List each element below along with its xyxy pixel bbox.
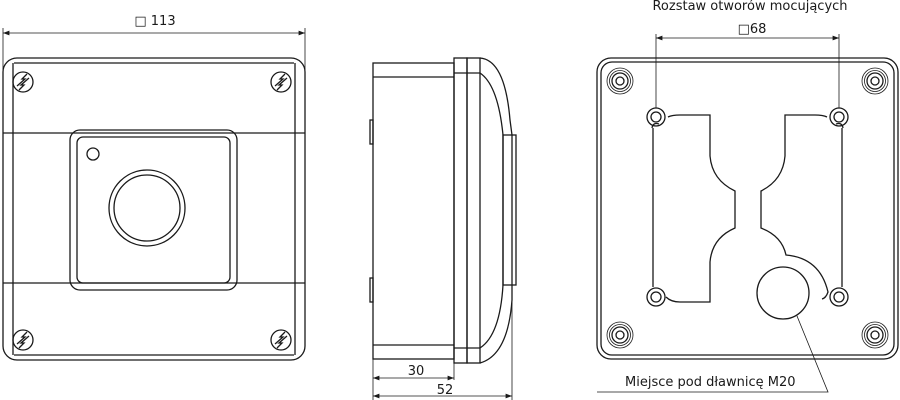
- screw-icon: [270, 329, 292, 351]
- enclosure-body: [372, 62, 455, 360]
- back-view: Rozstaw otworów mocujących □68 Miejsce p…: [596, 0, 899, 393]
- button-frame: [69, 129, 238, 291]
- push-button: [108, 169, 186, 247]
- depth-total-label: 52: [437, 383, 454, 398]
- mounting-hole-icon: [829, 287, 849, 307]
- depth-body-label: 30: [408, 364, 425, 379]
- cutout-left: [651, 114, 736, 303]
- corner-boss-icon: [861, 67, 889, 95]
- screw-icon: [270, 71, 292, 93]
- cable-gland-place: [756, 266, 810, 320]
- front-view: □ 113: [2, 14, 306, 361]
- hole-spacing-label: □68: [738, 22, 767, 37]
- width-dimension-label: □ 113: [134, 14, 175, 29]
- screw-icon: [12, 329, 34, 351]
- corner-boss-icon: [606, 67, 634, 95]
- mounting-hole-icon: [646, 287, 666, 307]
- cover: [479, 57, 513, 364]
- indicator-led: [86, 147, 100, 161]
- corner-boss-icon: [606, 321, 634, 349]
- cable-gland-label: Miejsce pod dławnicę M20: [625, 375, 796, 390]
- corner-boss-icon: [861, 321, 889, 349]
- leader-line: [597, 315, 829, 393]
- side-view: 30 52: [369, 57, 517, 400]
- enclosure-back: [596, 57, 899, 360]
- enclosure-outline: [2, 57, 306, 361]
- screw-icon: [12, 71, 34, 93]
- cutout-right: [760, 114, 844, 300]
- mounting-holes-title: Rozstaw otworów mocujących: [652, 0, 847, 14]
